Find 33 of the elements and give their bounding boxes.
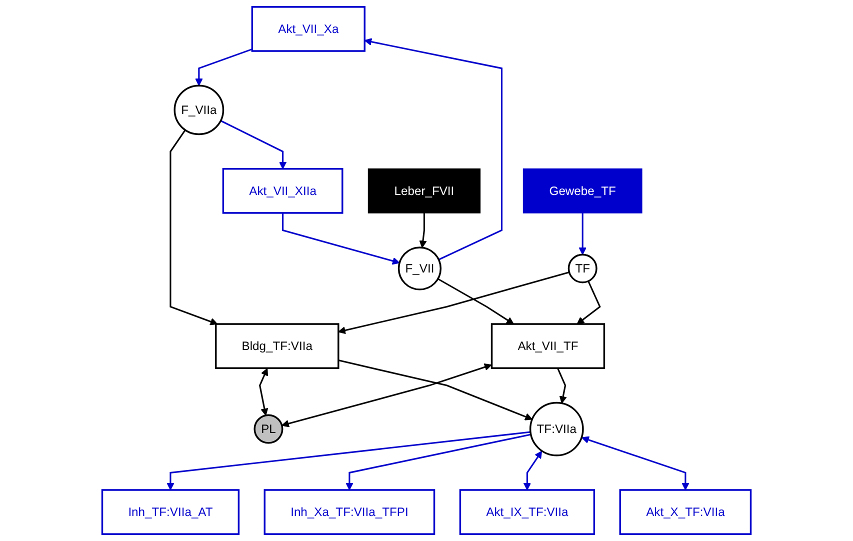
node-circle: F_VIIa [174,84,224,136]
arrow [523,450,542,490]
node-box: Bldg_TF:VIIa [214,323,340,369]
arrow [282,212,400,265]
node-circle: PL [254,414,284,444]
node-box: Gewebe_TF [522,168,642,214]
node-box: Akt_IX_TF:VIIa [459,489,596,535]
node-box: Akt_VII_XIIa [222,168,344,214]
arrow [582,436,690,490]
arrow [282,363,492,428]
arrow [438,278,514,324]
node-circle: TF:VIIa [529,402,584,456]
arrow [576,280,601,324]
arrow [556,368,567,404]
arrow [195,48,252,86]
arrow [220,120,287,170]
node-box: Inh_Xa_TF:VIIa_TFPI [264,489,436,535]
node-box: Akt_X_TF:VIIa [619,489,752,535]
arrow [578,212,586,255]
arrow [259,368,268,416]
node-circle: F_VII [398,246,442,290]
arrow [166,431,531,490]
arrow [338,360,532,420]
node-box: Inh_TF:VIIa_AT [101,489,240,535]
arrow [338,272,570,334]
node-box: Akt_VII_Xa [251,6,366,52]
arrow [346,434,532,490]
arrow [170,130,218,326]
node-box: Akt_VII_TF [490,323,606,369]
arrow [419,212,427,248]
node-circle: TF [568,254,598,284]
arrow [364,38,502,260]
node-box: Leber_FVII [368,168,481,214]
